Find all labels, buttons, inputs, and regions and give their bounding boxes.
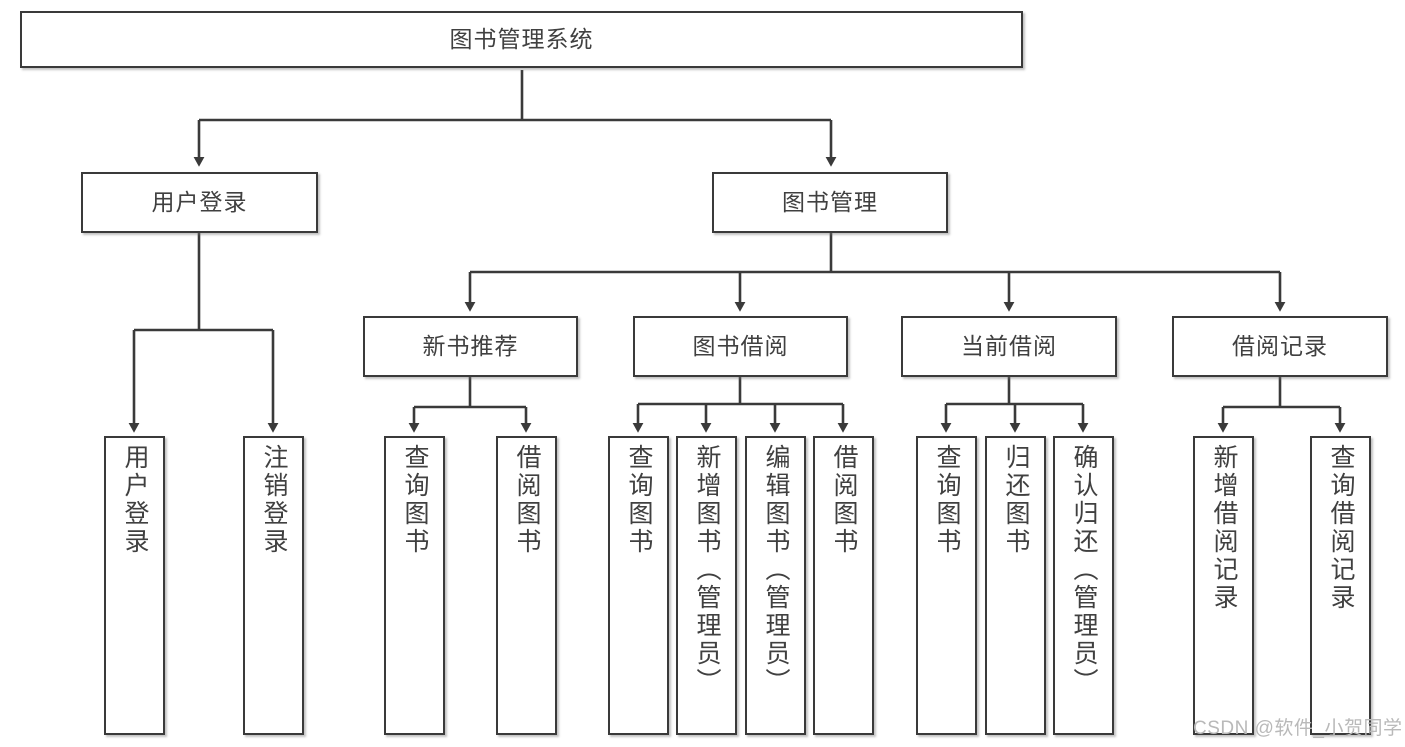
node-leaf-logout[interactable]: 注销登录 [243,436,304,735]
node-current-borrow-label: 当前借阅 [961,332,1057,359]
node-book-borrow[interactable]: 图书借阅 [633,316,848,377]
node-leaf-query-book-2-label: 查询图书 [625,444,653,556]
node-user-login-label: 用户登录 [151,188,248,215]
node-leaf-borrow-book-1-label: 借阅图书 [513,444,541,556]
node-new-book-rec[interactable]: 新书推荐 [363,316,578,377]
node-leaf-user-login-label: 用户登录 [121,444,149,556]
node-leaf-query-book-3-label: 查询图书 [933,444,961,556]
node-new-book-rec-label: 新书推荐 [422,332,519,359]
node-leaf-add-record-label: 新增借阅记录 [1210,444,1238,612]
node-leaf-logout-label: 注销登录 [260,444,288,556]
node-leaf-query-book-2[interactable]: 查询图书 [608,436,669,735]
node-leaf-query-record[interactable]: 查询借阅记录 [1310,436,1371,735]
node-leaf-add-book-label: 新增图书（管理员） [693,444,721,696]
node-leaf-query-book-3[interactable]: 查询图书 [916,436,977,735]
node-leaf-add-book[interactable]: 新增图书（管理员） [676,436,737,735]
node-leaf-borrow-book-2[interactable]: 借阅图书 [813,436,874,735]
node-root-label: 图书管理系统 [449,25,594,52]
node-leaf-confirm-return-label: 确认归还（管理员） [1070,444,1098,696]
csdn-watermark: CSDN @软件_小贺同学 [1193,718,1403,739]
node-leaf-return-book[interactable]: 归还图书 [985,436,1046,735]
node-current-borrow[interactable]: 当前借阅 [901,316,1117,377]
node-book-borrow-label: 图书借阅 [692,332,789,359]
node-borrow-record[interactable]: 借阅记录 [1172,316,1388,377]
node-leaf-confirm-return[interactable]: 确认归还（管理员） [1053,436,1114,735]
node-leaf-edit-book[interactable]: 编辑图书（管理员） [745,436,806,735]
node-root[interactable]: 图书管理系统 [20,11,1023,68]
node-book-manage[interactable]: 图书管理 [712,172,948,233]
node-leaf-query-book-1-label: 查询图书 [401,444,429,556]
node-book-manage-label: 图书管理 [782,188,878,215]
node-leaf-user-login[interactable]: 用户登录 [104,436,165,735]
node-leaf-edit-book-label: 编辑图书（管理员） [762,444,790,696]
node-leaf-borrow-book-1[interactable]: 借阅图书 [496,436,557,735]
node-borrow-record-label: 借阅记录 [1232,332,1328,359]
node-leaf-return-book-label: 归还图书 [1002,444,1030,556]
node-leaf-borrow-book-2-label: 借阅图书 [830,444,858,556]
node-user-login[interactable]: 用户登录 [81,172,318,233]
node-leaf-add-record[interactable]: 新增借阅记录 [1193,436,1254,735]
node-leaf-query-record-label: 查询借阅记录 [1327,444,1355,612]
node-leaf-query-book-1[interactable]: 查询图书 [384,436,445,735]
